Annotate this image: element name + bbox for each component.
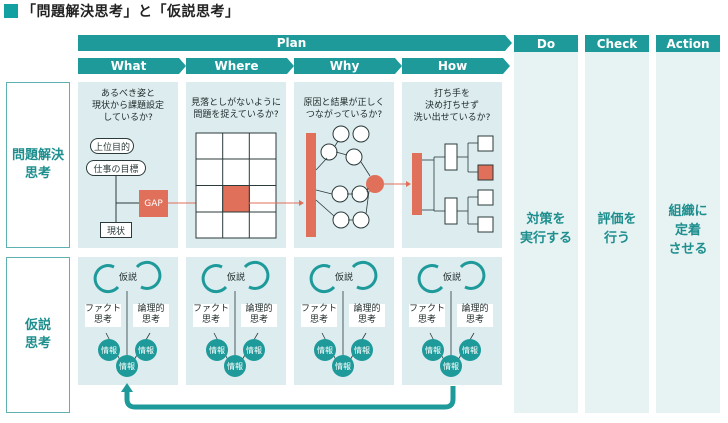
fact-thinking-label: ファクト 思考 bbox=[301, 304, 338, 327]
why-tree bbox=[306, 125, 384, 237]
fact-thinking-label: ファクト 思考 bbox=[409, 304, 446, 327]
step-how-label: How bbox=[437, 59, 468, 73]
gap-box: GAP bbox=[139, 190, 168, 217]
phase-do-text: 対策を 実行する bbox=[519, 212, 572, 246]
row-label-hypothesis: 仮説 思考 bbox=[6, 257, 70, 413]
phase-do: Do 対策を 実行する bbox=[514, 35, 578, 413]
hypothesis-label: 仮説 bbox=[118, 273, 137, 283]
where-question: 見落としがないように 問題を捉えているか? bbox=[191, 98, 281, 121]
fact-thinking-label: ファクト 思考 bbox=[193, 304, 230, 327]
info-circle-bottom: 情報 bbox=[440, 355, 462, 377]
logical-thinking-label: 論理的 思考 bbox=[133, 304, 169, 327]
hyp-unit-4: 仮説 ファクト 思考 論理的 思考 情報 情報 情報 bbox=[402, 257, 502, 385]
title-marker bbox=[4, 4, 18, 18]
phase-action-header: Action bbox=[656, 35, 720, 52]
phase-check-header: Check bbox=[585, 35, 649, 52]
info-circle-bottom: 情報 bbox=[116, 355, 138, 377]
plan-label: Plan bbox=[276, 36, 307, 50]
info-circle-right: 情報 bbox=[351, 339, 373, 361]
row-label-problem-solving: 問題解決 思考 bbox=[6, 82, 70, 248]
hyp-unit-2: 仮説 ファクト 思考 論理的 思考 情報 情報 情報 bbox=[186, 257, 286, 385]
hyp-unit-4-lines bbox=[417, 260, 486, 365]
logical-thinking-label: 論理的 思考 bbox=[241, 304, 277, 327]
step-where-shape bbox=[186, 58, 294, 74]
step-where-label: Where bbox=[214, 59, 259, 73]
phase-do-header: Do bbox=[514, 35, 578, 52]
hypothesis-label: 仮説 bbox=[334, 273, 353, 283]
fact-thinking-label: ファクト 思考 bbox=[85, 304, 122, 327]
how-question: 打ち手を 決め打ちせず 洗い出せているか? bbox=[413, 89, 491, 124]
info-circle-right: 情報 bbox=[459, 339, 481, 361]
hypothesis-label: 仮説 bbox=[442, 273, 461, 283]
step-what-label: What bbox=[110, 59, 147, 73]
step-what-shape bbox=[78, 58, 186, 74]
info-circle-right: 情報 bbox=[135, 339, 157, 361]
hyp-unit-1-lines bbox=[93, 260, 162, 365]
info-circle-bottom: 情報 bbox=[332, 355, 354, 377]
why-question: 原因と結果が正しく つながっているか? bbox=[303, 98, 385, 121]
what-question: あるべき姿と 現状から課題設定 しているか? bbox=[91, 89, 164, 124]
hyp-unit-3: 仮説 ファクト 思考 論理的 思考 情報 情報 情報 bbox=[294, 257, 394, 385]
work-goal-box: 仕事の目標 bbox=[86, 160, 146, 176]
how-tree bbox=[412, 135, 494, 233]
info-circle-right: 情報 bbox=[243, 339, 265, 361]
info-circle-left: 情報 bbox=[206, 339, 228, 361]
upper-purpose-box: 上位目的 bbox=[90, 138, 134, 154]
current-state-box: 現状 bbox=[100, 222, 132, 238]
feedback-loop-arrow bbox=[124, 386, 456, 410]
step-why-label: Why bbox=[329, 59, 360, 73]
hyp-unit-1: 仮説 ファクト 思考 論理的 思考 情報 情報 情報 bbox=[78, 257, 178, 385]
info-circle-bottom: 情報 bbox=[224, 355, 246, 377]
hyp-unit-2-lines bbox=[201, 260, 270, 365]
logical-thinking-label: 論理的 思考 bbox=[457, 304, 493, 327]
step-why-shape bbox=[294, 58, 402, 74]
info-circle-left: 情報 bbox=[314, 339, 336, 361]
step-how-shape bbox=[402, 58, 510, 74]
logical-thinking-label: 論理的 思考 bbox=[349, 304, 385, 327]
phase-action-text: 組織に 定着 させる bbox=[668, 204, 708, 257]
plan-banner-shape bbox=[78, 35, 512, 51]
phase-action: Action 組織に 定着 させる bbox=[656, 35, 720, 413]
where-grid bbox=[195, 132, 277, 239]
phase-check: Check 評価を 行う bbox=[585, 35, 649, 413]
phase-check-text: 評価を 行う bbox=[597, 212, 637, 246]
hypothesis-label: 仮説 bbox=[226, 273, 245, 283]
info-circle-left: 情報 bbox=[422, 339, 444, 361]
page-title: 「問題解決思考」と「仮説思考」 bbox=[22, 4, 240, 20]
info-circle-left: 情報 bbox=[98, 339, 120, 361]
